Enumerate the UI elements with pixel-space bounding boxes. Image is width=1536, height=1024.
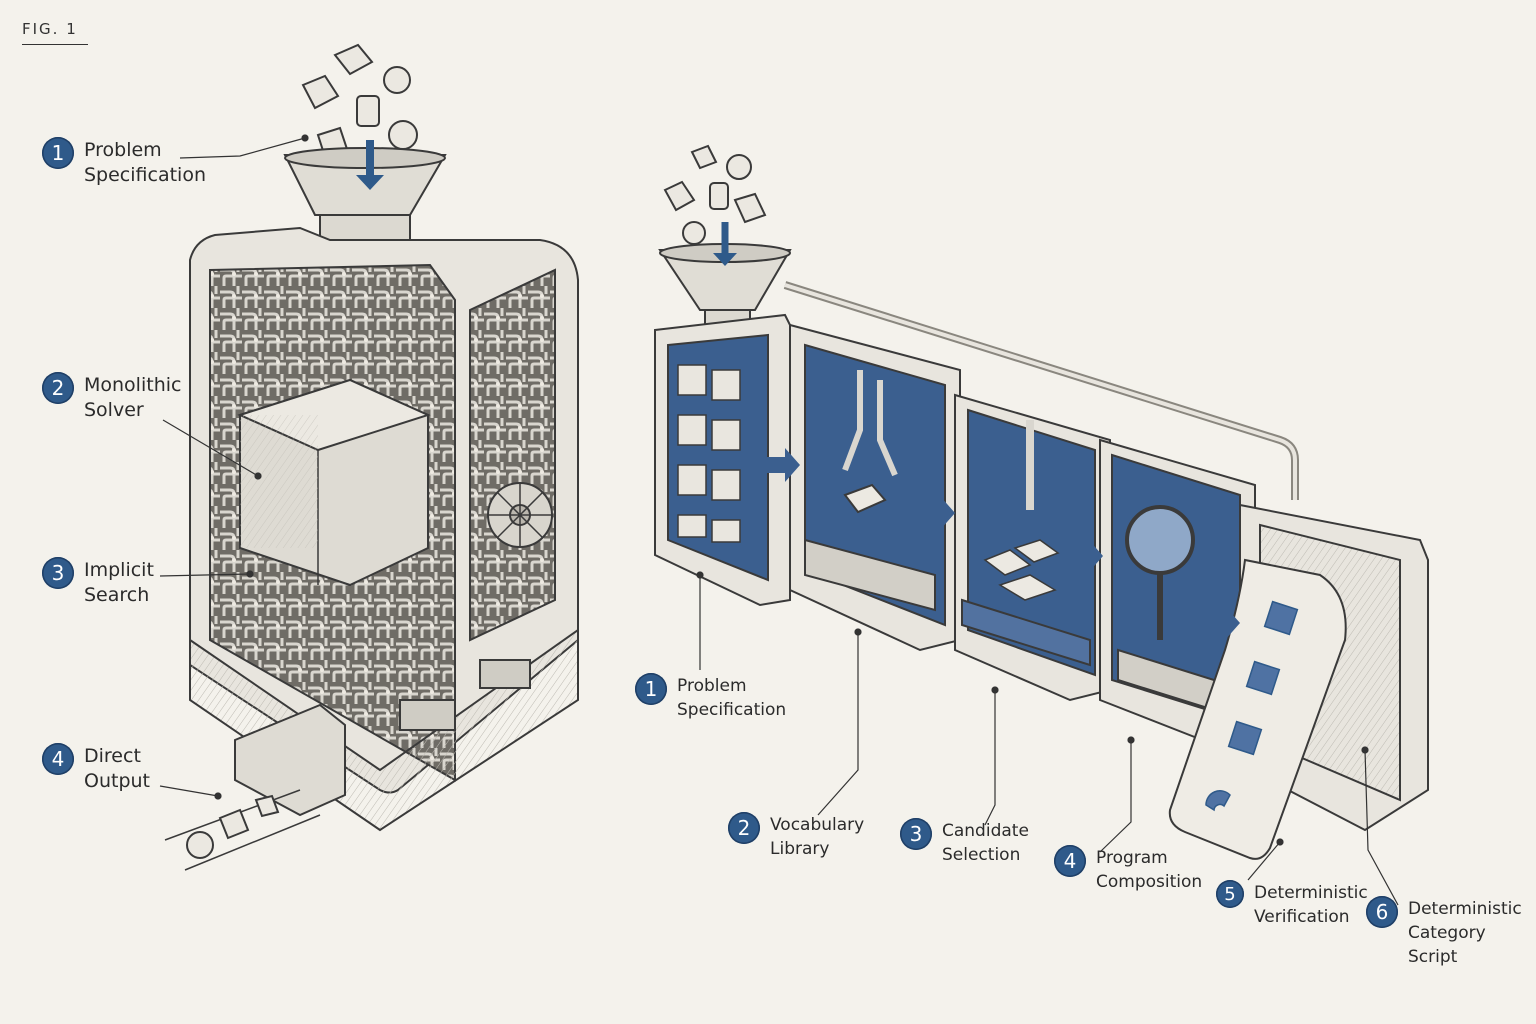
badge: 4 (1054, 845, 1086, 877)
callout-label: Direct Output (84, 745, 150, 792)
right-callout-2: 2 Vocabulary Library (728, 812, 864, 861)
callout-label: Deterministic Verification (1254, 883, 1368, 927)
badge: 1 (42, 137, 74, 169)
magnifier-icon (1125, 505, 1195, 575)
right-callout-6: 6 Deterministic Category Script (1366, 896, 1522, 969)
badge: 2 (728, 812, 760, 844)
input-shapes (301, 43, 418, 162)
callout-label: Problem Specification (677, 676, 787, 720)
badge: 4 (42, 743, 74, 775)
output-shapes (186, 794, 280, 859)
output-chute (234, 703, 346, 817)
input-shapes-right (663, 144, 767, 245)
right-callout-4: 4 Program Composition (1054, 845, 1202, 894)
badge: 6 (1366, 896, 1398, 928)
left-callout-3: 3 Implicit Search (42, 557, 154, 608)
callout-label: Monolithic Solver (84, 374, 182, 421)
right-callout-1: 1 Problem Specification (635, 673, 786, 722)
right-callout-5: 5 Deterministic Verification (1216, 880, 1368, 929)
left-callout-4: 4 Direct Output (42, 743, 150, 794)
figure-label: FIG. 1 (22, 20, 88, 45)
left-callout-1: 1 Problem Specification (42, 137, 206, 188)
badge: 3 (42, 557, 74, 589)
callout-label: Problem Specification (84, 139, 206, 186)
badge: 5 (1216, 880, 1244, 908)
right-machine (654, 144, 1429, 860)
callout-label: Deterministic Category Script (1408, 899, 1522, 967)
left-machine (164, 43, 579, 871)
badge: 2 (42, 372, 74, 404)
badge: 3 (900, 818, 932, 850)
badge: 1 (635, 673, 667, 705)
callout-label: Candidate Selection (942, 821, 1029, 865)
right-callout-3: 3 Candidate Selection (900, 818, 1029, 867)
leader-lines (159, 134, 1399, 906)
callout-label: Program Composition (1096, 848, 1203, 892)
left-callout-2: 2 Monolithic Solver (42, 372, 181, 423)
callout-label: Implicit Search (84, 559, 154, 606)
flow-arrows (765, 448, 1240, 640)
callout-label: Vocabulary Library (770, 815, 865, 859)
